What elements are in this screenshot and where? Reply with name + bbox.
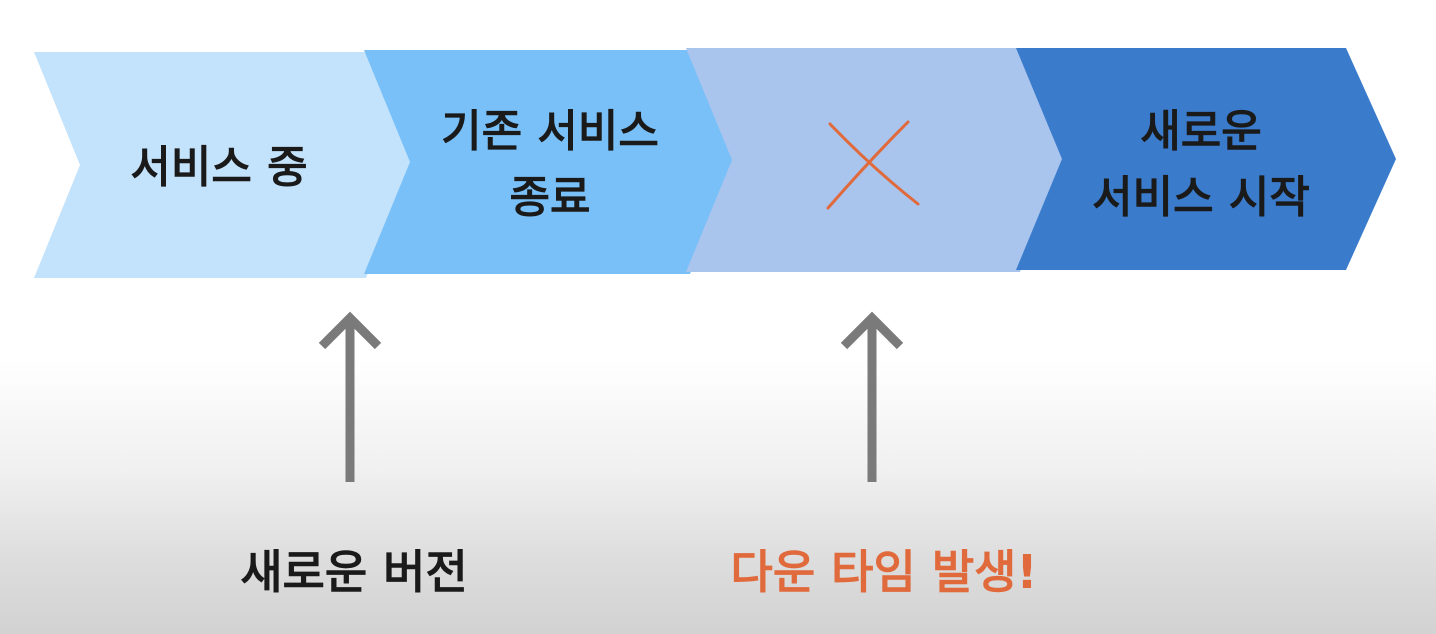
step-2-label-line-2: 종료 bbox=[510, 172, 591, 223]
step-4-label-line-1: 새로운 bbox=[1140, 106, 1261, 157]
cross-icon bbox=[826, 120, 920, 210]
step-1-label: 서비스 중 bbox=[130, 142, 307, 193]
up-arrow-icon-downtime bbox=[840, 311, 904, 482]
step-2-label-line-1: 기존 서비스 bbox=[441, 106, 659, 157]
downtime-label: 다운 타임 발생! bbox=[730, 545, 1038, 599]
step-chevron-4 bbox=[1016, 48, 1396, 270]
step-chevron-2 bbox=[364, 50, 736, 274]
up-arrow-icon-new-version bbox=[318, 311, 382, 482]
new-version-label: 새로운 버전 bbox=[240, 545, 468, 599]
step-chevron-3 bbox=[686, 48, 1066, 272]
step-4-label-line-2: 서비스 시작 bbox=[1092, 172, 1310, 223]
step-chevron-1 bbox=[34, 52, 412, 278]
